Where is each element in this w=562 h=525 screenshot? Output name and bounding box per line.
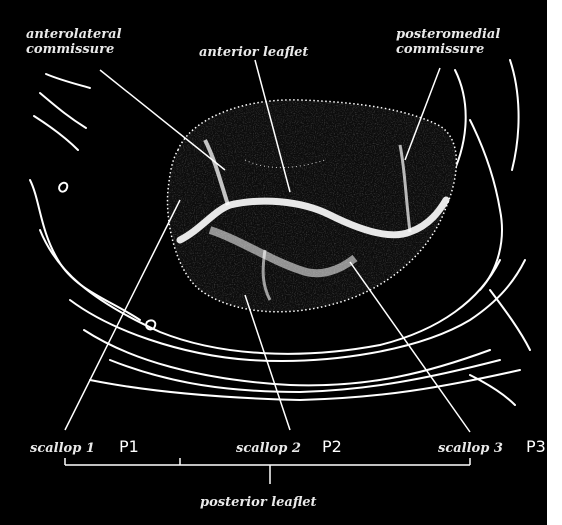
pointer-scallop-2 — [245, 295, 290, 430]
code-p1: P1 — [119, 438, 139, 456]
label-scallop-3: scallop 3 — [438, 441, 503, 456]
posterior-leaflet-bracket — [65, 458, 470, 484]
label-posteromedial-commissure: posteromedial commissure — [396, 27, 500, 57]
label-scallop-1: scallop 1 — [30, 441, 95, 456]
label-anterior-leaflet: anterior leaflet — [199, 45, 308, 60]
code-p2: P2 — [322, 438, 342, 456]
pointer-scallop-1 — [65, 200, 180, 430]
valve-body — [167, 100, 456, 312]
pointer-anterolateral — [100, 70, 225, 170]
left-tissue-edge — [40, 93, 86, 128]
label-posterior-leaflet: posterior leaflet — [200, 495, 317, 510]
code-p3: P3 — [526, 438, 546, 456]
label-scallop-2: scallop 2 — [236, 441, 301, 456]
label-anterolateral-commissure: anterolateral commissure — [26, 27, 122, 57]
edge-strip — [547, 0, 562, 525]
